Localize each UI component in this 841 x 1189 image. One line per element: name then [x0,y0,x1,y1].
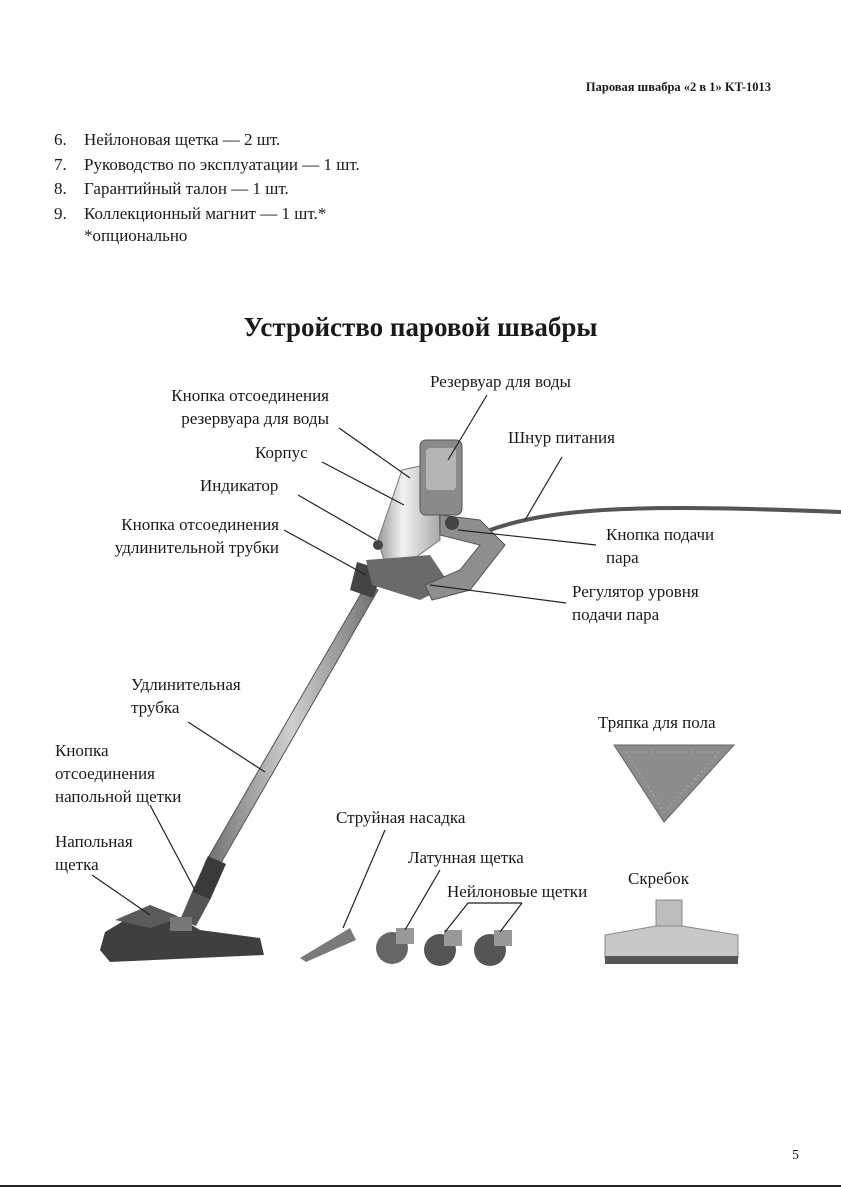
mop-body-part [366,439,506,601]
floor-brush-part [100,905,264,962]
list-item: 9.Коллекционный магнит — 1 шт.* [54,203,327,223]
label-tank-release: Кнопка отсоединения резервуара для воды [171,386,329,428]
label-steam-button: Кнопка подачи пара [606,525,715,567]
label-body: Корпус [255,443,308,462]
footnote-optional: *опционально [84,226,188,245]
label-indicator: Индикатор [200,476,279,495]
running-header: Паровая швабра «2 в 1» KT-1013 [585,80,771,94]
label-floor-cloth: Тряпка для пола [598,713,716,732]
jet-nozzle-part [300,928,356,962]
package-list: 6.Нейлоновая щетка — 2 шт. 7.Руководство… [54,128,360,226]
page-number: 5 [792,1148,799,1163]
bottom-rule [0,1185,841,1187]
label-water-tank: Резервуар для воды [430,372,571,391]
extension-tube-part [180,562,383,926]
list-item: 6.Нейлоновая щетка — 2 шт. [54,130,281,149]
label-tube-release: Кнопка отсоединения удлинительной трубки [114,515,279,557]
list-item: 7.Руководство по эксплуатации — 1 шт. [54,154,360,174]
label-floor-brush: Напольная щетка [55,832,133,874]
label-scraper: Скребок [628,869,690,888]
label-power-cord: Шнур питания [508,428,615,447]
brushes-part [376,928,512,966]
power-cord-part [489,506,841,532]
label-brass-brush: Латунная щетка [408,848,524,867]
label-jet-nozzle: Струйная насадка [336,808,466,827]
list-item: 8.Гарантийный талон — 1 шт. [54,179,289,198]
floor-cloth-part [613,744,736,823]
label-steam-regulator: Регулятор уровня подачи пара [572,582,699,624]
label-extension-tube: Удлинительная трубка [131,675,241,717]
label-nylon-brushes: Нейлоновые щетки [447,882,588,901]
scraper-part [604,899,739,964]
label-floor-brush-release: Кнопка отсоединения напольной щетки [55,741,182,806]
section-title: Устройство паровой швабры [243,312,598,342]
leader-lines [91,394,597,933]
